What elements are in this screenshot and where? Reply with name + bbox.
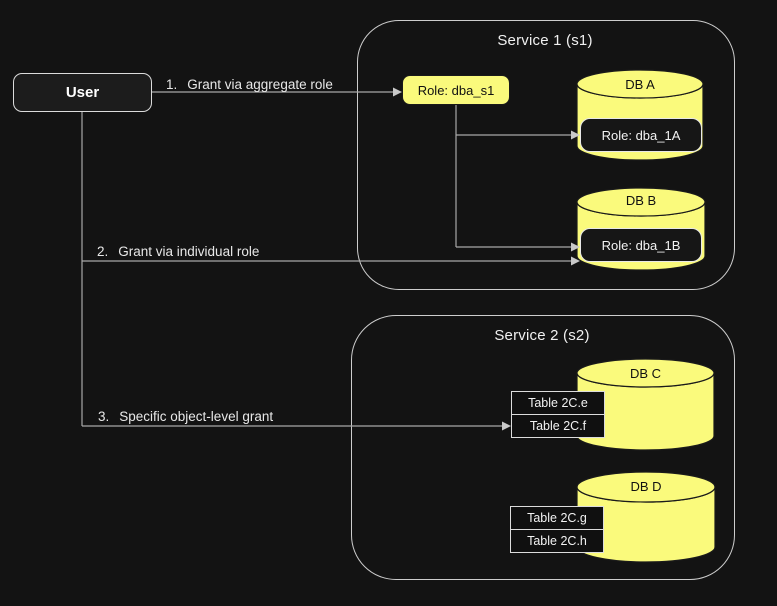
table-2cg-node: Table 2C.g xyxy=(510,506,604,530)
edge3-label: 3. Specific object-level grant xyxy=(98,409,273,424)
table-2ce-node: Table 2C.e xyxy=(511,391,605,415)
role-dba-1b-label: Role: dba_1B xyxy=(601,237,681,253)
table-2cg-label: Table 2C.g xyxy=(527,511,587,525)
table-2ce-label: Table 2C.e xyxy=(528,396,588,410)
user-label: User xyxy=(65,84,100,101)
role-dba-1a-label: Role: dba_1A xyxy=(601,127,681,143)
db-d-cylinder xyxy=(576,471,716,563)
service2-title: Service 2 (s2) xyxy=(494,327,590,344)
table-2ch-label: Table 2C.h xyxy=(527,534,587,548)
db-c-cylinder xyxy=(576,358,715,451)
edge2-number: 2. xyxy=(97,244,109,259)
edge1-label: 1. Grant via aggregate role xyxy=(166,77,333,92)
service1-title: Service 1 (s1) xyxy=(497,32,593,49)
edge1-number: 1. xyxy=(166,77,178,92)
role-dba-s1-node: Role: dba_s1 xyxy=(402,75,510,105)
dba1a-arrowhead xyxy=(571,130,580,140)
role-dba-s1-label: Role: dba_s1 xyxy=(417,82,495,98)
service1-container xyxy=(357,20,735,290)
dba1b-arrowhead xyxy=(571,242,580,252)
edge1-text: Grant via aggregate role xyxy=(187,77,333,92)
db-c-label: DB C xyxy=(629,366,662,381)
role-dba-1b-node: Role: dba_1B xyxy=(580,228,702,262)
db-d-label: DB D xyxy=(630,479,662,494)
edge2-label: 2. Grant via individual role xyxy=(97,244,259,259)
table-2cf-label: Table 2C.f xyxy=(529,419,587,433)
edge3-number: 3. xyxy=(98,409,110,424)
role-dba-1a-node: Role: dba_1A xyxy=(580,118,702,152)
db-b-label: DB B xyxy=(625,193,657,208)
edge3-text: Specific object-level grant xyxy=(119,409,274,424)
user-node: User xyxy=(13,73,152,112)
edge2-arrowhead xyxy=(571,256,580,266)
table-2ch-node: Table 2C.h xyxy=(510,529,604,553)
table-2cf-node: Table 2C.f xyxy=(511,414,605,438)
edge1-arrowhead xyxy=(393,87,402,97)
service2-container xyxy=(351,315,735,580)
edge3-arrowhead xyxy=(502,421,511,431)
edge2-text: Grant via individual role xyxy=(118,244,260,259)
db-a-label: DB A xyxy=(625,77,655,92)
